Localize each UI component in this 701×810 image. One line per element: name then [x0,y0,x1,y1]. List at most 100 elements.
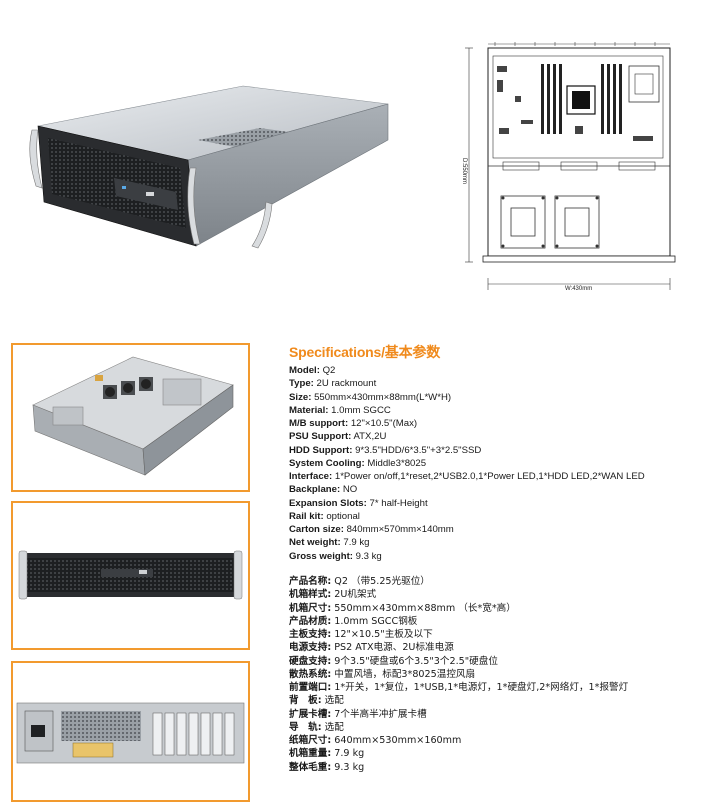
spec-value: 2U机架式 [331,589,377,601]
spec-row: HDD Support: 9*3.5"HDD/6*3.5"+3*2.5"SSD [289,444,694,457]
spec-value: 1*Power on/off,1*reset,2*USB2.0,1*Power … [332,471,645,482]
spec-row: 背 板: 选配 [289,694,694,707]
spec-row: 电源支持: PS2 ATX电源、2U标准电源 [289,641,694,654]
depth-dimension-label: D:550mm [461,158,467,184]
spec-key: 机箱尺寸: [289,602,332,614]
spec-value: 1.0mm SGCC [328,404,391,416]
spec-row: Model: Q2 [289,364,694,377]
spec-row: System Cooling: Middle3*8025 [289,457,694,470]
spec-key: Backplane: [289,484,341,496]
spec-key: Type: [289,378,314,390]
spec-row: Rail kit: optional [289,510,694,523]
spec-key: Material: [289,404,329,416]
hero-chassis-image [18,78,403,258]
spec-value: 7.9 kg [340,537,370,549]
spec-key: 机箱样式: [289,589,332,601]
spec-value: Q2 （带5.25光驱位） [331,576,430,587]
specifications-title: Specifications/基本参数 [289,344,441,360]
spec-key: 前置端口: [289,682,332,693]
spec-key: Net weight: [289,537,341,549]
spec-value: 中置风墙，标配3*8025温控风扇 [331,668,476,680]
spec-value: 2U rackmount [313,378,377,390]
spec-key: Interface: [289,471,333,482]
spec-key: 产品材质: [289,615,332,627]
spec-key: Carton size: [289,524,344,535]
spec-value: Middle3*8025 [364,457,427,469]
spec-value: 12"×10.5"(Max) [348,418,418,429]
spec-value: optional [323,510,360,522]
spec-value: 9个3.5"硬盘或6个3.5"3个2.5"硬盘位 [331,655,498,667]
spec-value: 9*3.5"HDD/6*3.5"+3*2.5"SSD [352,444,482,456]
spec-key: 导 轨: [289,721,322,733]
spec-key: 背 板: [289,695,322,707]
spec-value: 9.3 kg [352,550,382,562]
spec-row: 硬盘支持: 9个3.5"硬盘或6个3.5"3个2.5"硬盘位 [289,655,694,668]
spec-row: 产品材质: 1.0mm SGCC钢板 [289,615,694,628]
spec-row: M/B support: 12"×10.5"(Max) [289,417,694,430]
spec-row: 机箱重量: 7.9 kg [289,747,694,760]
spec-key: HDD Support: [289,444,353,456]
spec-value: 9.3 kg [331,761,365,773]
spec-row: Backplane: NO [289,483,694,496]
spec-row: Size: 550mm×430mm×88mm(L*W*H) [289,391,694,404]
spec-row: Type: 2U rackmount [289,377,694,390]
spec-key: 电源支持: [289,642,332,654]
spec-key: 主板支持: [289,629,332,640]
spec-value: 640mm×530mm×160mm [331,735,462,746]
spec-value: Q2 [319,365,336,376]
spec-row: 纸箱尺寸: 640mm×530mm×160mm [289,734,694,747]
spec-value: PS2 ATX电源、2U标准电源 [331,642,454,654]
spec-key: 整体毛重: [289,761,332,773]
interior-photo [11,343,250,492]
spec-key: Rail kit: [289,510,324,522]
width-dimension-label: W:430mm [565,286,592,292]
spec-key: 硬盘支持: [289,655,332,667]
spec-value: 840mm×570mm×140mm [343,524,454,535]
spec-row: 前置端口: 1*开关，1*复位，1*USB,1*电源灯，1*硬盘灯,2*网络灯，… [289,681,694,694]
front-view-photo [11,501,250,650]
spec-value: 7个半高半冲扩展卡槽 [331,708,427,720]
rear-view-photo [11,661,250,802]
spec-value: 12"×10.5"主板及以下 [331,629,433,640]
spec-key: Expansion Slots: [289,497,367,509]
spec-row: PSU Support: ATX,2U [289,430,694,443]
spec-list-chinese: 产品名称: Q2 （带5.25光驱位）机箱样式: 2U机架式机箱尺寸: 550m… [289,575,694,774]
spec-value: NO [340,484,358,496]
spec-key: M/B support: [289,418,349,429]
spec-value: 选配 [321,695,344,707]
spec-key: 扩展卡槽: [289,708,332,720]
spec-key: Gross weight: [289,550,353,562]
spec-row: 机箱样式: 2U机架式 [289,588,694,601]
spec-value: 选配 [321,721,344,733]
spec-value: 1*开关，1*复位，1*USB,1*电源灯，1*硬盘灯,2*网络灯，1*报警灯 [331,682,629,693]
spec-row: Expansion Slots: 7* half-Height [289,497,694,510]
spec-key: 机箱重量: [289,748,332,760]
spec-row: 扩展卡槽: 7个半高半冲扩展卡槽 [289,708,694,721]
spec-key: PSU Support: [289,431,352,443]
spec-row: Gross weight: 9.3 kg [289,550,694,563]
spec-row: 机箱尺寸: 550mm×430mm×88mm （长*宽*高） [289,602,694,615]
spec-value: ATX,2U [351,431,387,443]
spec-row: 散热系统: 中置风墙，标配3*8025温控风扇 [289,668,694,681]
spec-row: Material: 1.0mm SGCC [289,404,694,417]
spec-row: Net weight: 7.9 kg [289,536,694,549]
spec-value: 1.0mm SGCC钢板 [331,615,418,627]
spec-row: 导 轨: 选配 [289,721,694,734]
spec-key: 纸箱尺寸: [289,735,332,746]
spec-value: 7.9 kg [331,748,365,760]
spec-row: 主板支持: 12"×10.5"主板及以下 [289,628,694,641]
spec-key: 散热系统: [289,668,332,680]
spec-row: Carton size: 840mm×570mm×140mm [289,523,694,536]
spec-row: 整体毛重: 9.3 kg [289,761,694,774]
spec-value: 550mm×430mm×88mm(L*W*H) [311,391,452,403]
spec-row: Interface: 1*Power on/off,1*reset,2*USB2… [289,470,694,483]
dimension-drawing: D:550mm W:430mm [455,36,690,298]
spec-key: System Cooling: [289,457,365,469]
spec-key: Model: [289,365,320,376]
spec-value: 550mm×430mm×88mm （长*宽*高） [331,602,516,614]
spec-key: 产品名称: [289,576,332,587]
spec-key: Size: [289,391,312,403]
spec-value: 7* half-Height [366,497,428,509]
spec-row: 产品名称: Q2 （带5.25光驱位） [289,575,694,588]
